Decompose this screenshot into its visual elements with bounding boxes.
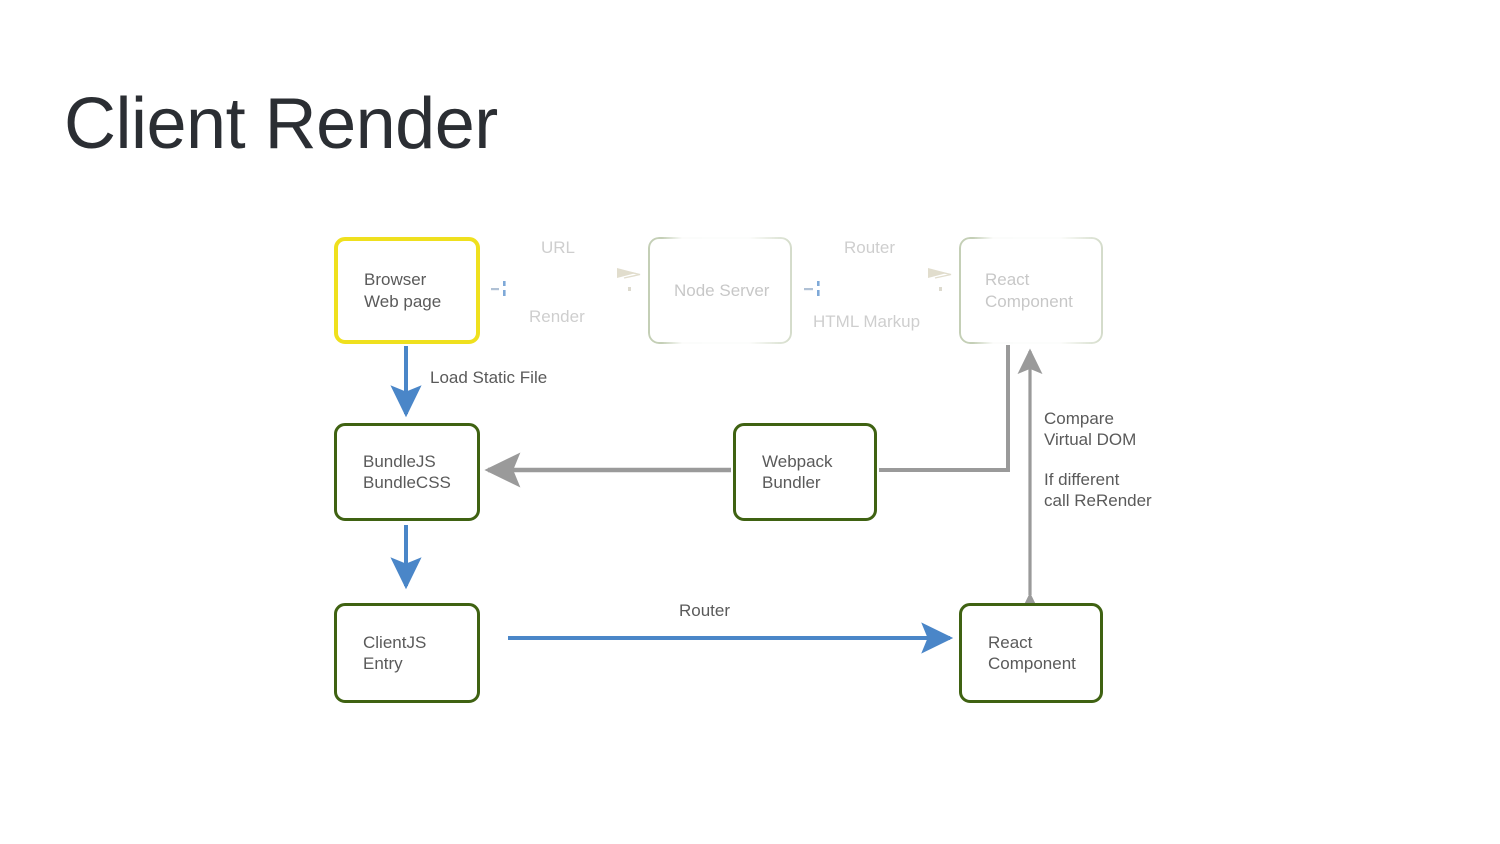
connector-node-server-to-react-top bbox=[928, 268, 952, 291]
browser-web-page-label: Browser Web page bbox=[364, 270, 442, 311]
connector-label-router-top: Router bbox=[844, 238, 896, 257]
node-server-frame bbox=[648, 237, 792, 344]
react-component-top-label: React Component bbox=[985, 270, 1073, 311]
react-component-top-node[interactable]: React Component bbox=[959, 237, 1103, 344]
connector-label-load-static-file: Load Static File bbox=[430, 368, 548, 387]
node-server-node[interactable]: Node Server bbox=[648, 237, 792, 344]
connector-label-router-bottom: Router bbox=[679, 601, 731, 620]
connector-label-compare-virtual-dom: Compare Virtual DOM bbox=[1044, 409, 1137, 450]
connector-label-render: Render bbox=[529, 307, 585, 326]
bundle-js-css-node[interactable]: BundleJS BundleCSS bbox=[334, 423, 480, 521]
webpack-bundler-label: Webpack Bundler bbox=[762, 451, 833, 492]
browser-web-page-node[interactable]: Browser Web page bbox=[334, 237, 480, 344]
connector-react-top-to-node-server bbox=[804, 281, 820, 296]
client-js-entry-label: ClientJS Entry bbox=[363, 632, 427, 673]
client-js-entry-node[interactable]: ClientJS Entry bbox=[334, 603, 480, 703]
connector-webpack-to-react-top bbox=[879, 345, 1010, 472]
connector-browser-to-node-server bbox=[617, 268, 641, 291]
connector-label-if-different-call-rerender: If different call ReRender bbox=[1044, 470, 1152, 511]
react-component-bottom-label: React Component bbox=[988, 632, 1076, 673]
bundle-js-css-label: BundleJS BundleCSS bbox=[363, 451, 451, 492]
connector-node-server-to-browser bbox=[491, 281, 506, 296]
react-component-top-frame bbox=[959, 237, 1103, 344]
react-component-bottom-node[interactable]: React Component bbox=[959, 603, 1103, 703]
page-title: Client Render bbox=[64, 84, 498, 164]
node-server-label: Node Server bbox=[674, 280, 770, 300]
webpack-bundler-node[interactable]: Webpack Bundler bbox=[733, 423, 877, 521]
connector-label-url: URL bbox=[541, 238, 576, 257]
connector-label-html-markup: HTML Markup bbox=[813, 312, 921, 331]
